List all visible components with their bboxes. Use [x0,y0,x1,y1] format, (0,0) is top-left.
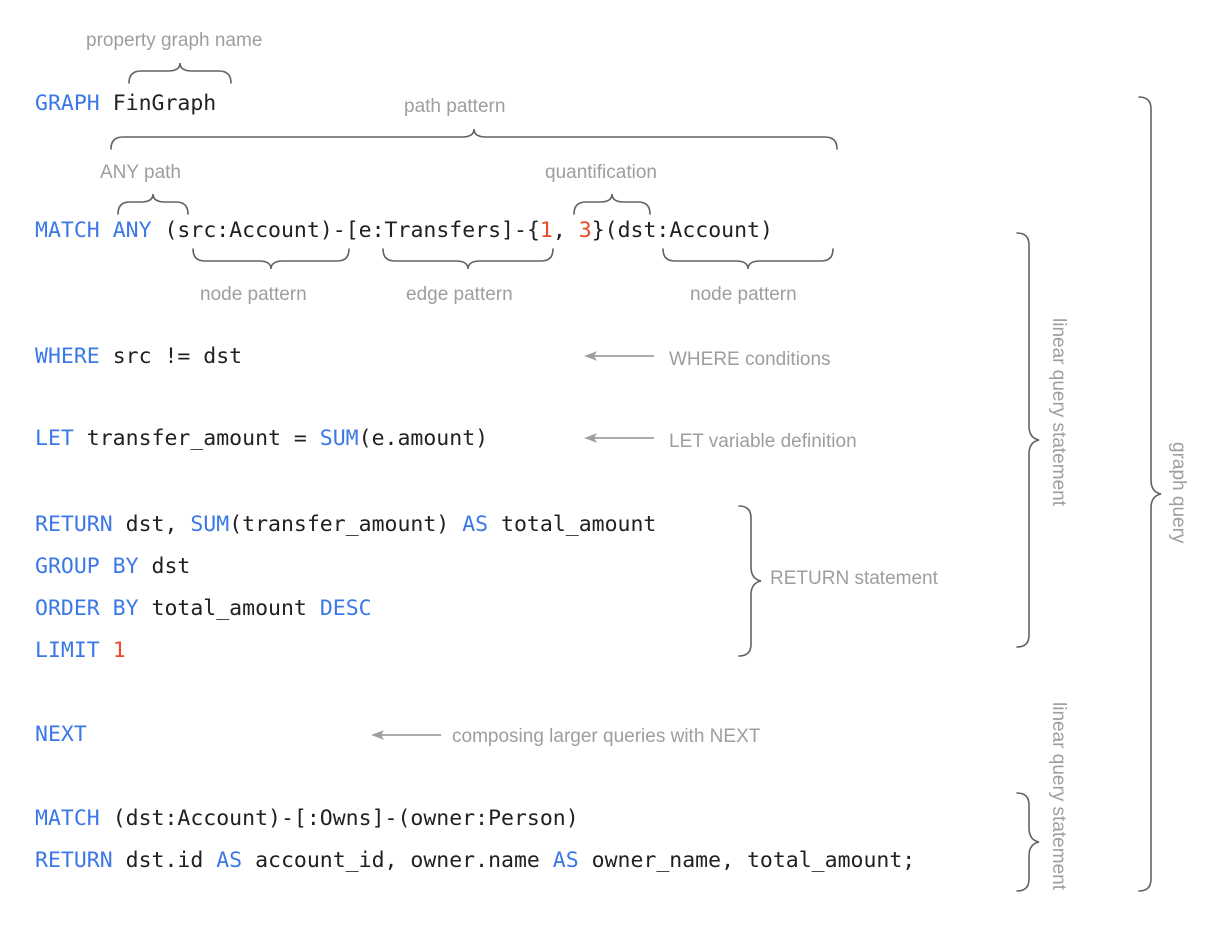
code-line-where: WHERE src != dst [35,346,242,368]
keyword-as: AS [462,512,489,537]
code-line-next: NEXT [35,724,87,746]
arrow-where-conditions [583,349,655,363]
annotation-linear-query-statement-1: linear query statement [1048,318,1069,506]
code-line-group-by: GROUP BY dst [35,556,190,578]
return-part-1: dst, [125,512,191,537]
brace-linear-query-statement-2 [1014,792,1040,892]
function-sum: SUM [319,426,359,451]
quant-close-brace: } [591,218,605,243]
return-part-3: total_amount [501,512,657,537]
keyword-where: WHERE [35,344,100,369]
annotation-linear-query-statement-2: linear query statement [1048,702,1069,890]
brace-graph-query [1136,96,1162,892]
keyword-return: RETURN [35,512,113,537]
brace-linear-query-statement-1 [1014,232,1040,648]
brace-return-statement [736,505,762,657]
keyword-let: LET [35,426,74,451]
brace-any-path [117,193,189,215]
code-line-order-by: ORDER BY total_amount DESC [35,598,372,620]
keyword-desc: DESC [319,596,372,621]
annotation-node-pattern-left: node pattern [200,284,307,305]
code-line-match: MATCH ANY (src:Account)-[e:Transfers]-{1… [35,220,773,242]
return-part-2: (transfer_amount) [229,512,463,537]
return-2-part-1: dst.id [125,848,217,873]
keyword-return-2: RETURN [35,848,113,873]
keyword-as-1: AS [216,848,243,873]
keyword-as-2: AS [552,848,579,873]
brace-property-graph-name [128,62,232,84]
annotation-return-statement: RETURN statement [770,568,938,589]
keyword-graph: GRAPH [35,91,100,116]
code-line-match-2: MATCH (dst:Account)-[:Owns]-(owner:Perso… [35,808,579,830]
dash-2: - [514,218,527,243]
dash-1: - [332,218,346,243]
code-line-graph: GRAPH FinGraph [35,93,216,115]
node-pattern-src: (src:Account) [164,218,333,243]
let-variable: transfer_amount = [86,426,320,451]
brace-node-pattern-right [662,248,834,270]
annotation-graph-query: graph query [1168,442,1189,544]
keyword-limit: LIMIT [35,638,100,663]
annotation-quantification: quantification [545,162,657,183]
keyword-any: ANY [112,218,152,243]
brace-edge-pattern [382,248,554,270]
brace-node-pattern-left [192,248,350,270]
annotation-any-path: ANY path [100,162,181,183]
quant-lower-bound: 1 [539,218,553,243]
edge-pattern-transfers: [e:Transfers] [345,218,514,243]
keyword-next: NEXT [35,722,87,747]
code-line-let: LET transfer_amount = SUM(e.amount) [35,428,488,450]
function-sum-return: SUM [190,512,230,537]
annotation-where-conditions: WHERE conditions [669,349,831,370]
node-pattern-dst: (dst:Account) [604,218,773,243]
arrow-composing-with-next [370,728,442,742]
annotation-path-pattern: path pattern [404,96,506,117]
code-line-limit: LIMIT 1 [35,640,126,662]
quant-separator: , [552,218,579,243]
annotation-composing-with-next: composing larger queries with NEXT [452,726,761,747]
annotation-let-variable-definition: LET variable definition [669,431,857,452]
annotation-edge-pattern: edge pattern [406,284,513,305]
order-by-expression: total_amount [151,596,307,621]
code-line-return-2: RETURN dst.id AS account_id, owner.name … [35,850,915,872]
return-2-part-2: account_id, owner.name [242,848,553,873]
keyword-match-2: MATCH [35,806,100,831]
return-2-part-3: owner_name, total_amount; [578,848,916,873]
group-by-expression: dst [151,554,191,579]
arrow-let-variable-definition [583,431,655,445]
code-line-return: RETURN dst, SUM(transfer_amount) AS tota… [35,514,656,536]
limit-value: 1 [112,638,126,663]
where-expression: src != dst [112,344,243,369]
quant-upper-bound: 3 [578,218,592,243]
match-2-pattern: (dst:Account)-[:Owns]-(owner:Person) [112,806,579,831]
brace-path-pattern [110,128,838,150]
annotation-property-graph-name: property graph name [86,30,263,51]
graph-name-value: FinGraph [112,91,217,116]
keyword-order-by: ORDER BY [35,596,139,621]
annotation-node-pattern-right: node pattern [690,284,797,305]
let-args: (e.amount) [358,426,489,451]
quant-open-brace: { [526,218,540,243]
keyword-group-by: GROUP BY [35,554,139,579]
brace-quantification [573,193,651,215]
keyword-match: MATCH [35,218,100,243]
